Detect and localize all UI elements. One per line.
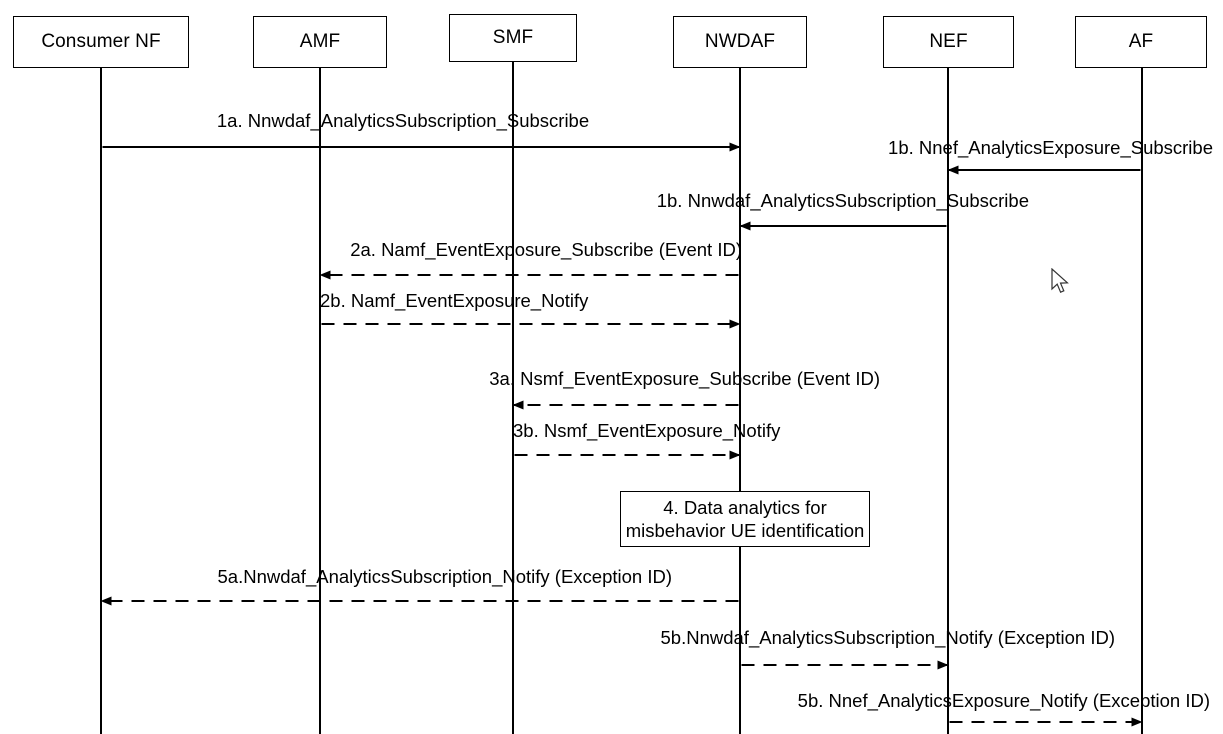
participant-label-nef: NEF	[929, 31, 968, 52]
participant-label-consumer: Consumer NF	[41, 31, 161, 52]
lifeline-amf	[319, 68, 321, 734]
message-label-m1b-nnef: 1b. Nnef_AnalyticsExposure_Subscribe	[888, 137, 1213, 158]
participant-label-nwdaf: NWDAF	[704, 31, 776, 52]
message-label-m1b-nnwdaf: 1b. Nnwdaf_AnalyticsSubscription_Subscri…	[656, 190, 1029, 211]
lifeline-smf	[512, 62, 514, 734]
message-label-m1a: 1a. Nnwdaf_AnalyticsSubscription_Subscri…	[216, 110, 590, 131]
lifeline-nwdaf	[739, 68, 741, 734]
lifeline-af	[1141, 68, 1143, 734]
mouse-pointer-icon	[1051, 268, 1069, 293]
participant-box-smf[interactable]: SMF	[449, 14, 577, 62]
participant-box-consumer[interactable]: Consumer NF	[13, 16, 189, 68]
participant-label-amf: AMF	[299, 31, 341, 52]
message-label-m3a: 3a. Nsmf_EventExposure_Subscribe (Event …	[489, 368, 880, 389]
participant-box-nef[interactable]: NEF	[883, 16, 1014, 68]
message-label-m3b: 3b. Nsmf_EventExposure_Notify	[513, 420, 781, 441]
note-line-1: 4. Data analytics for	[663, 496, 827, 518]
lifeline-consumer	[100, 68, 102, 734]
message-label-m5b-nnef: 5b. Nnef_AnalyticsExposure_Notify (Excep…	[797, 690, 1210, 711]
message-label-m5b-nnwdaf: 5b.Nnwdaf_AnalyticsSubscription_Notify (…	[660, 627, 1116, 648]
participant-box-nwdaf[interactable]: NWDAF	[673, 16, 807, 68]
message-label-m2b: 2b. Namf_EventExposure_Notify	[320, 290, 589, 311]
lifeline-nef	[947, 68, 949, 734]
participant-box-af[interactable]: AF	[1075, 16, 1207, 68]
message-label-m5a: 5a.Nnwdaf_AnalyticsSubscription_Notify (…	[217, 566, 673, 587]
message-label-m2a: 2a. Namf_EventExposure_Subscribe (Event …	[350, 239, 742, 260]
participant-label-smf: SMF	[492, 27, 534, 48]
participant-box-amf[interactable]: AMF	[253, 16, 387, 68]
participant-label-af: AF	[1128, 31, 1154, 52]
note-line-2: misbehavior UE identification	[625, 520, 865, 541]
